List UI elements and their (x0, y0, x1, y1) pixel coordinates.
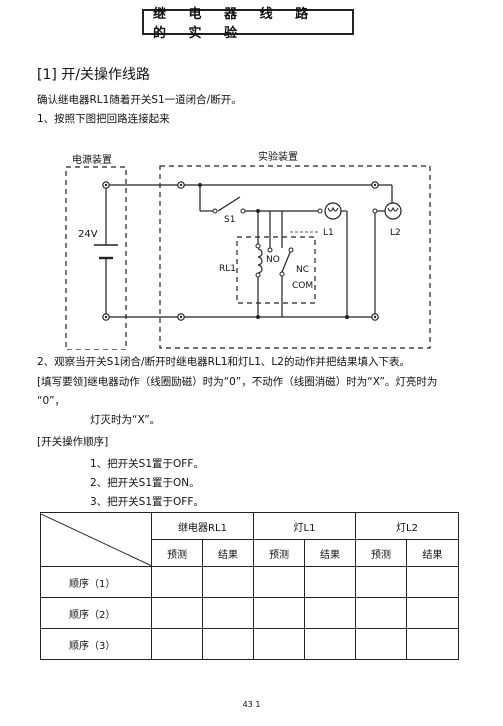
rl1-label: RL1 (219, 264, 236, 274)
row-label: 顺序（3） (40, 628, 152, 660)
input-cell[interactable] (201, 566, 255, 598)
input-cell[interactable] (253, 566, 306, 598)
input-cell[interactable] (406, 597, 460, 629)
table-row: 顺序（3） (40, 628, 460, 660)
input-cell[interactable] (304, 597, 357, 629)
order-item-3: 3、把开关S1置于OFF。 (90, 496, 204, 508)
input-cell[interactable] (355, 566, 408, 598)
l1-lamp-icon (324, 202, 342, 220)
input-cell[interactable] (201, 628, 255, 660)
input-cell[interactable] (355, 628, 408, 660)
circuit-diagram: 电源装置 实验装置 24V S1 L1 L2 RL1 NO NC COM (65, 150, 431, 350)
table-row: 顺序（1） (40, 566, 460, 598)
note-line-2: “0”， (37, 395, 66, 407)
note-line-3: 灯灭时为“X”。 (90, 414, 161, 426)
input-cell[interactable] (253, 628, 306, 660)
input-cell[interactable] (304, 628, 357, 660)
row-label: 顺序（2） (40, 597, 152, 629)
experiment-label: 实验装置 (258, 150, 298, 163)
nc-label: NC (296, 265, 309, 275)
step2-text: 2、观察当开关S1闭合/断开时继电器RL1和灯L1、L2的动作并把结果填入下表。 (37, 356, 410, 368)
header-relay: 继电器RL1 (150, 512, 255, 540)
page-number: 43 1 (242, 700, 261, 709)
subheader-result: 结果 (406, 539, 460, 567)
input-cell[interactable] (406, 628, 460, 660)
input-cell[interactable] (304, 566, 357, 598)
rl1-coil (257, 248, 263, 274)
table-corner-cell (40, 512, 152, 567)
order-heading: [开关操作顺序] (37, 436, 109, 448)
s1-label: S1 (224, 215, 235, 225)
no-label: NO (266, 255, 280, 265)
experiment-box (159, 165, 431, 349)
subheader-result: 结果 (201, 539, 255, 567)
input-cell[interactable] (151, 597, 203, 629)
l2-lamp-icon (384, 202, 402, 220)
power-supply-box (65, 166, 127, 350)
l2-label: L2 (390, 228, 401, 238)
relay-box (236, 236, 316, 304)
s1-switch-blade (217, 196, 241, 212)
subheader-result: 结果 (304, 539, 357, 567)
subheader-predict: 预测 (253, 539, 306, 567)
step1-text: 1、按照下图把回路连接起来 (37, 113, 170, 125)
section-title: [1] 开/关操作线路 (37, 67, 150, 83)
subheader-predict: 预测 (151, 539, 203, 567)
input-cell[interactable] (406, 566, 460, 598)
com-label: COM (292, 281, 313, 291)
results-table: 继电器RL1 灯L1 灯L2 预测 结果 预测 结果 预测 结果 顺序（1） 顺… (40, 512, 460, 660)
order-item-1: 1、把开关S1置于OFF。 (90, 458, 204, 470)
table-row: 顺序（2） (40, 597, 460, 629)
input-cell[interactable] (151, 628, 203, 660)
intro-text: 确认继电器RL1随着开关S1一道闭合/断开。 (37, 94, 242, 106)
input-cell[interactable] (201, 597, 255, 629)
header-l1: 灯L1 (253, 512, 357, 540)
subheader-predict: 预测 (355, 539, 408, 567)
note-line-1: [填写要领]继电器动作（线圈励磁）时为“0”，不动作（线圈消磁）时为“X”。灯亮… (37, 376, 438, 388)
page-title: 继 电 器 线 路 的 实 验 (142, 7, 354, 41)
power-supply-label: 电源装置 (72, 153, 112, 166)
relay-contact-arm (281, 249, 292, 273)
header-l2: 灯L2 (355, 512, 460, 540)
input-cell[interactable] (355, 597, 408, 629)
voltage-label: 24V (78, 229, 98, 240)
order-item-2: 2、把开关S1置于ON。 (90, 477, 200, 489)
input-cell[interactable] (253, 597, 306, 629)
input-cell[interactable] (151, 566, 203, 598)
l1-label: L1 (323, 228, 334, 238)
row-label: 顺序（1） (40, 566, 152, 598)
diagonal-line (41, 513, 152, 566)
